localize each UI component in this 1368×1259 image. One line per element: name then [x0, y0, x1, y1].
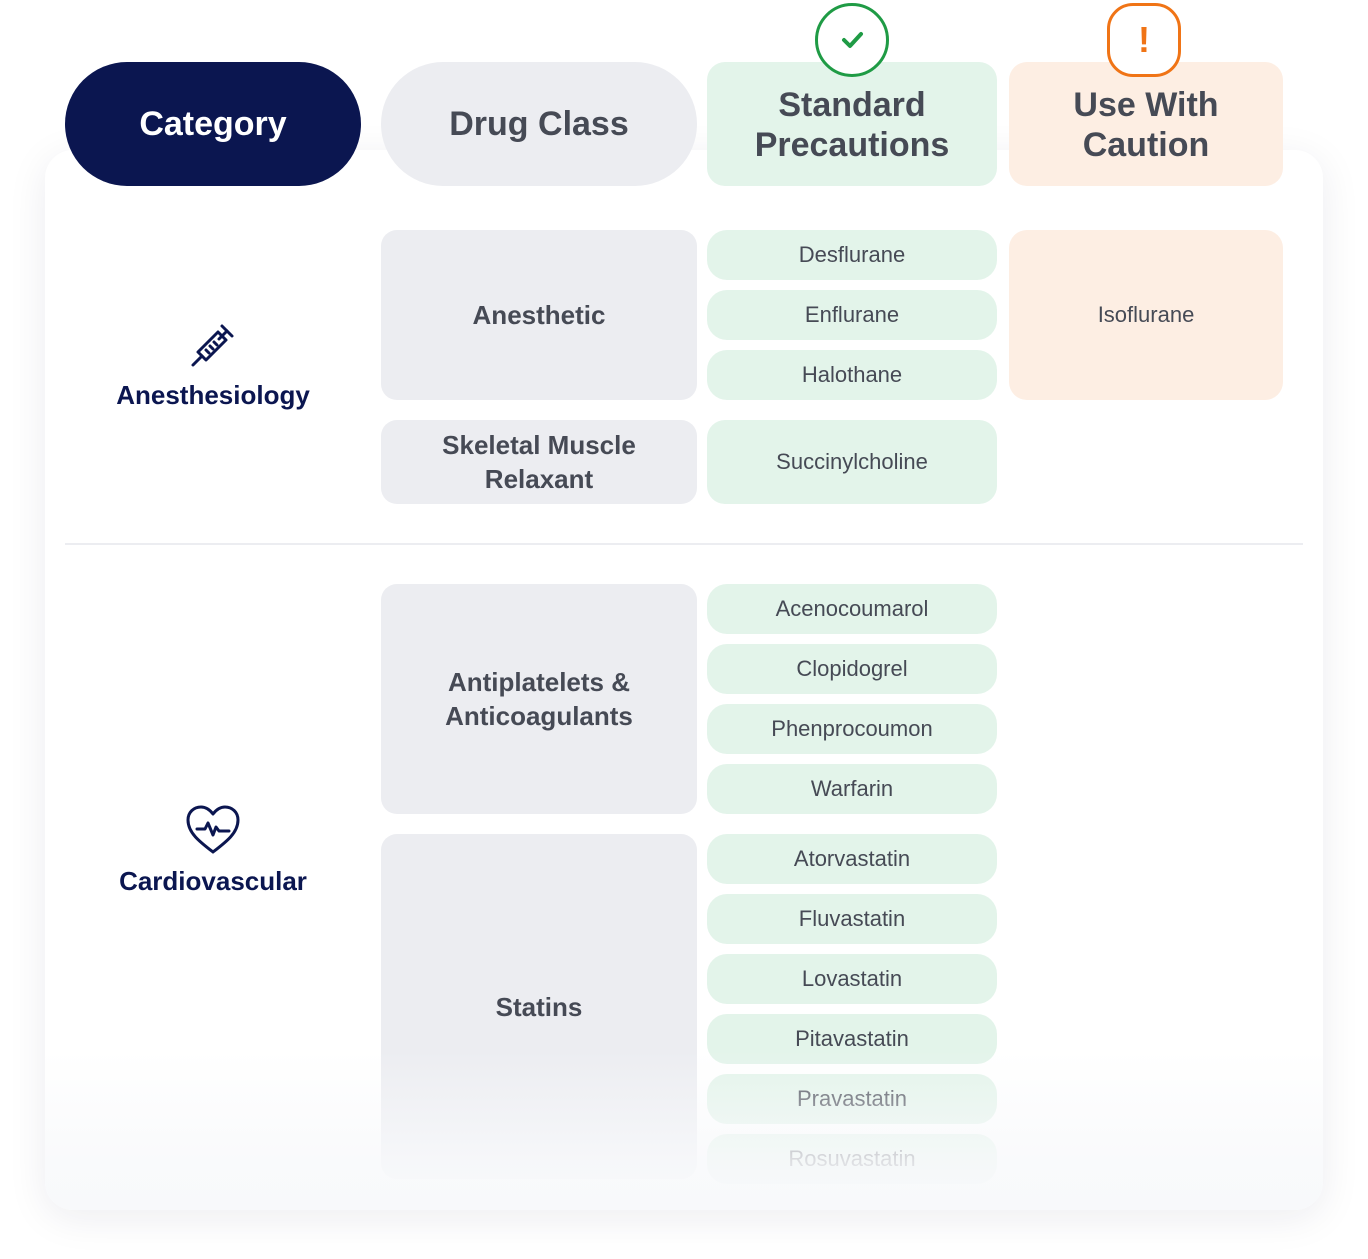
drug-pill: Fluvastatin — [707, 894, 997, 944]
drug-pill: Pravastatin — [707, 1074, 997, 1124]
warning-icon: ! — [1107, 3, 1181, 77]
drug-pill: Halothane — [707, 350, 997, 400]
drug-class-label-line2: Relaxant — [484, 464, 594, 494]
drug-class-label-line1: Skeletal Muscle — [442, 430, 636, 460]
drug-class-label-line1: Antiplatelets & — [447, 667, 630, 697]
drug-pill: Desflurane — [707, 230, 997, 280]
category-label: Anesthesiology — [116, 380, 310, 410]
drug-class-label-line2: Anticoagulants — [445, 701, 633, 731]
drug-class-anesthetic: Anesthetic — [381, 230, 697, 400]
header-caution-line1: Use With — [1073, 86, 1219, 124]
drug-class-label: Statins — [495, 991, 583, 1022]
syringe-icon — [191, 324, 234, 367]
caution-drug-label: Isoflurane — [1097, 302, 1195, 327]
check-icon — [815, 3, 889, 77]
drug-pill: Atorvastatin — [707, 834, 997, 884]
drug-pill: Lovastatin — [707, 954, 997, 1004]
drug-pill: Clopidogrel — [707, 644, 997, 694]
drug-pill: Succinylcholine — [707, 420, 997, 504]
warning-symbol: ! — [1138, 19, 1150, 60]
drug-pill: Phenprocoumon — [707, 704, 997, 754]
drug-pill: Warfarin — [707, 764, 997, 814]
drug-pill: Acenocoumarol — [707, 584, 997, 634]
drug-class-antiplatelets-anticoagulants: Antiplatelets & Anticoagulants — [381, 584, 697, 814]
drug-pill: Enflurane — [707, 290, 997, 340]
header-standard-line2: Precautions — [754, 126, 950, 164]
drug-pill: Pitavastatin — [707, 1014, 997, 1064]
header-standard-line1: Standard — [778, 86, 926, 124]
drug-class-label: Anesthetic — [472, 300, 606, 330]
header-drug-class: Drug Class — [381, 62, 697, 186]
category-label: Cardiovascular — [119, 866, 307, 896]
category-cardiovascular: Cardiovascular — [65, 804, 361, 897]
heart-pulse-icon — [186, 805, 240, 854]
header-category: Category — [65, 62, 361, 186]
drug-class-statins: Statins — [381, 834, 697, 1179]
category-anesthesiology: Anesthesiology — [65, 320, 361, 411]
caution-drug-box: Isoflurane — [1009, 230, 1283, 400]
header-caution-line2: Caution — [1082, 126, 1210, 164]
drug-pill: Rosuvastatin — [707, 1134, 997, 1184]
section-divider — [65, 543, 1303, 545]
